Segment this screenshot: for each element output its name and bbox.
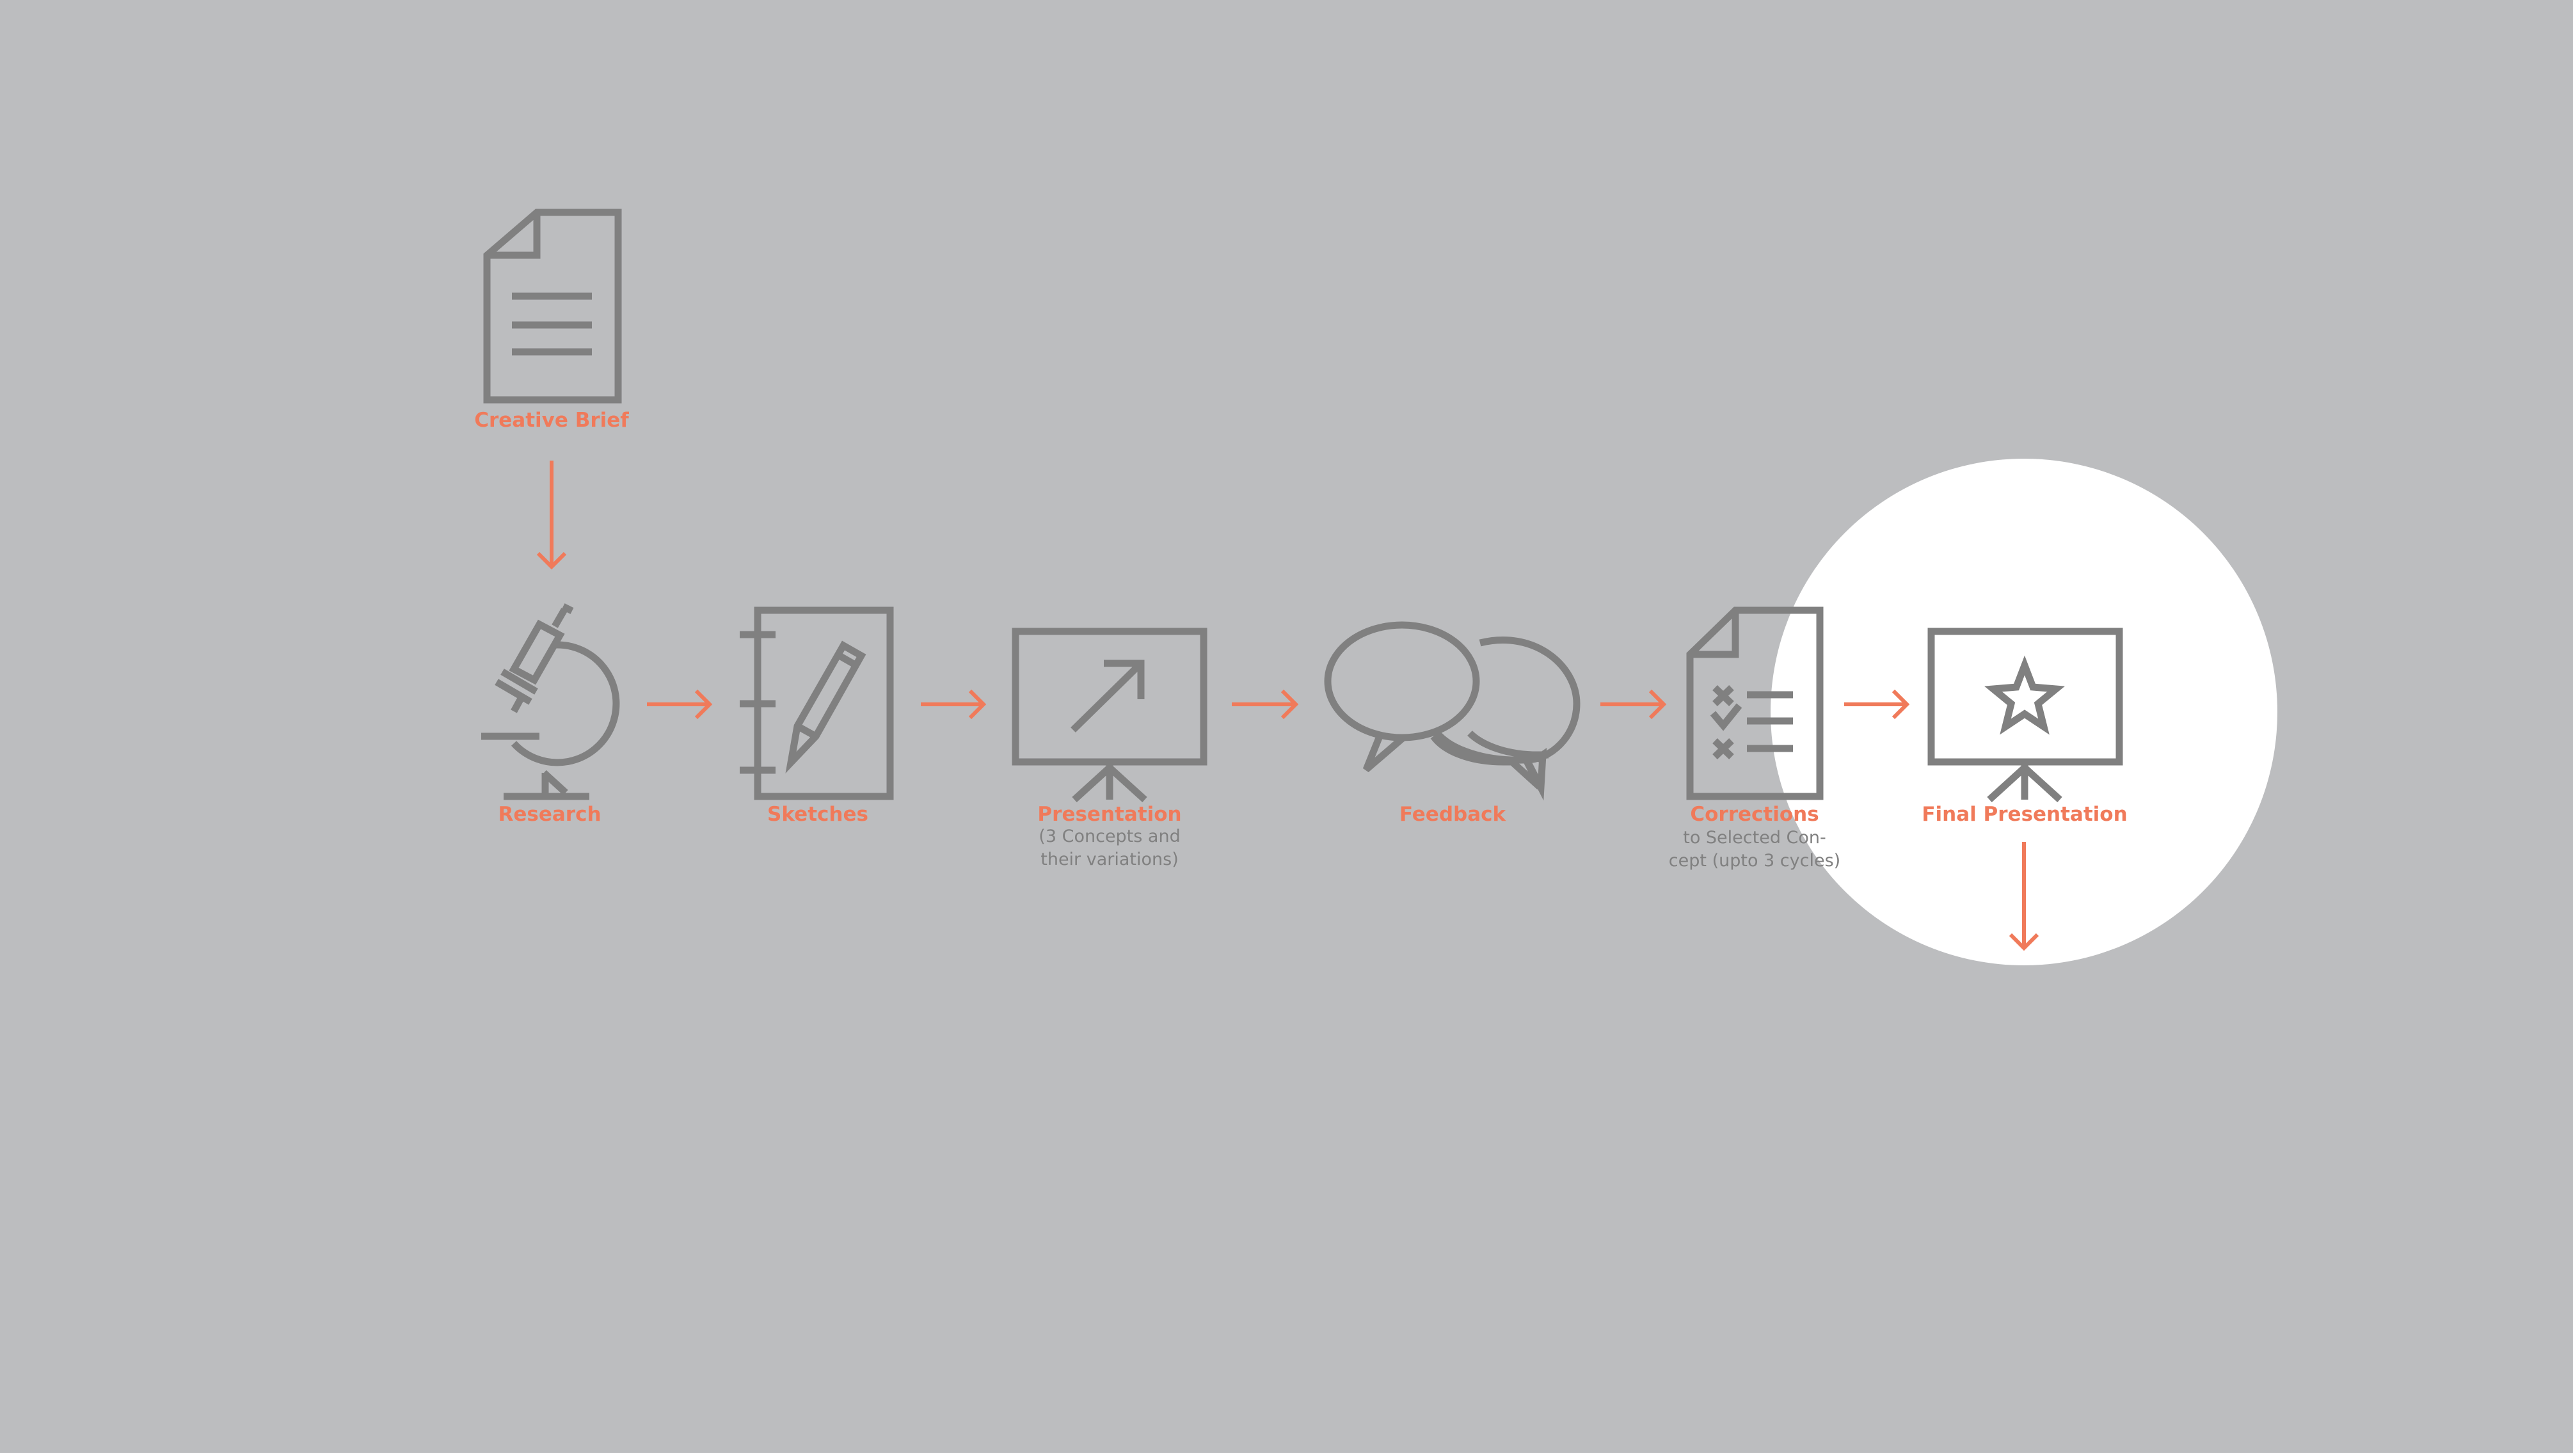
arrow-research-to-sketches	[647, 689, 713, 720]
arrow-presentation-to-feedback	[1232, 689, 1299, 720]
step-label-final-presentation: Final Presentation	[1922, 803, 2128, 826]
arrow-sketches-to-presentation	[921, 689, 987, 720]
arrow-creative-brief-to-research	[536, 461, 567, 570]
step-label-feedback: Feedback	[1399, 803, 1506, 826]
checklist-document-icon	[1686, 606, 1824, 800]
step-sub-line: their variations)	[1040, 849, 1179, 869]
step-label-research: Research	[498, 803, 601, 826]
speech-bubbles-icon	[1324, 621, 1581, 801]
step-sub-line: (3 Concepts and	[1039, 827, 1181, 846]
microscope-icon	[481, 603, 620, 800]
arrow-corrections-to-final	[1844, 689, 1910, 720]
sketchbook-pencil-icon	[740, 606, 894, 800]
presentation-board-arrow-icon	[1012, 628, 1207, 803]
arrow-final-out	[2009, 842, 2039, 951]
step-label-creative-brief: Creative Brief	[474, 409, 629, 432]
step-sub-presentation: (3 Concepts and their variations)	[1039, 825, 1180, 871]
presentation-board-star-icon	[1927, 628, 2123, 803]
step-label-presentation: Presentation	[1037, 803, 1182, 826]
step-sub-corrections: to Selected Con- cept (upto 3 cycles)	[1669, 827, 1840, 872]
step-label-sketches: Sketches	[767, 803, 868, 826]
step-label-corrections: Corrections	[1690, 803, 1819, 826]
step-sub-line: cept (upto 3 cycles)	[1668, 850, 1841, 871]
document-icon	[483, 209, 622, 404]
step-sub-line: to Selected Con-	[1683, 828, 1826, 848]
arrow-feedback-to-corrections	[1600, 689, 1667, 720]
